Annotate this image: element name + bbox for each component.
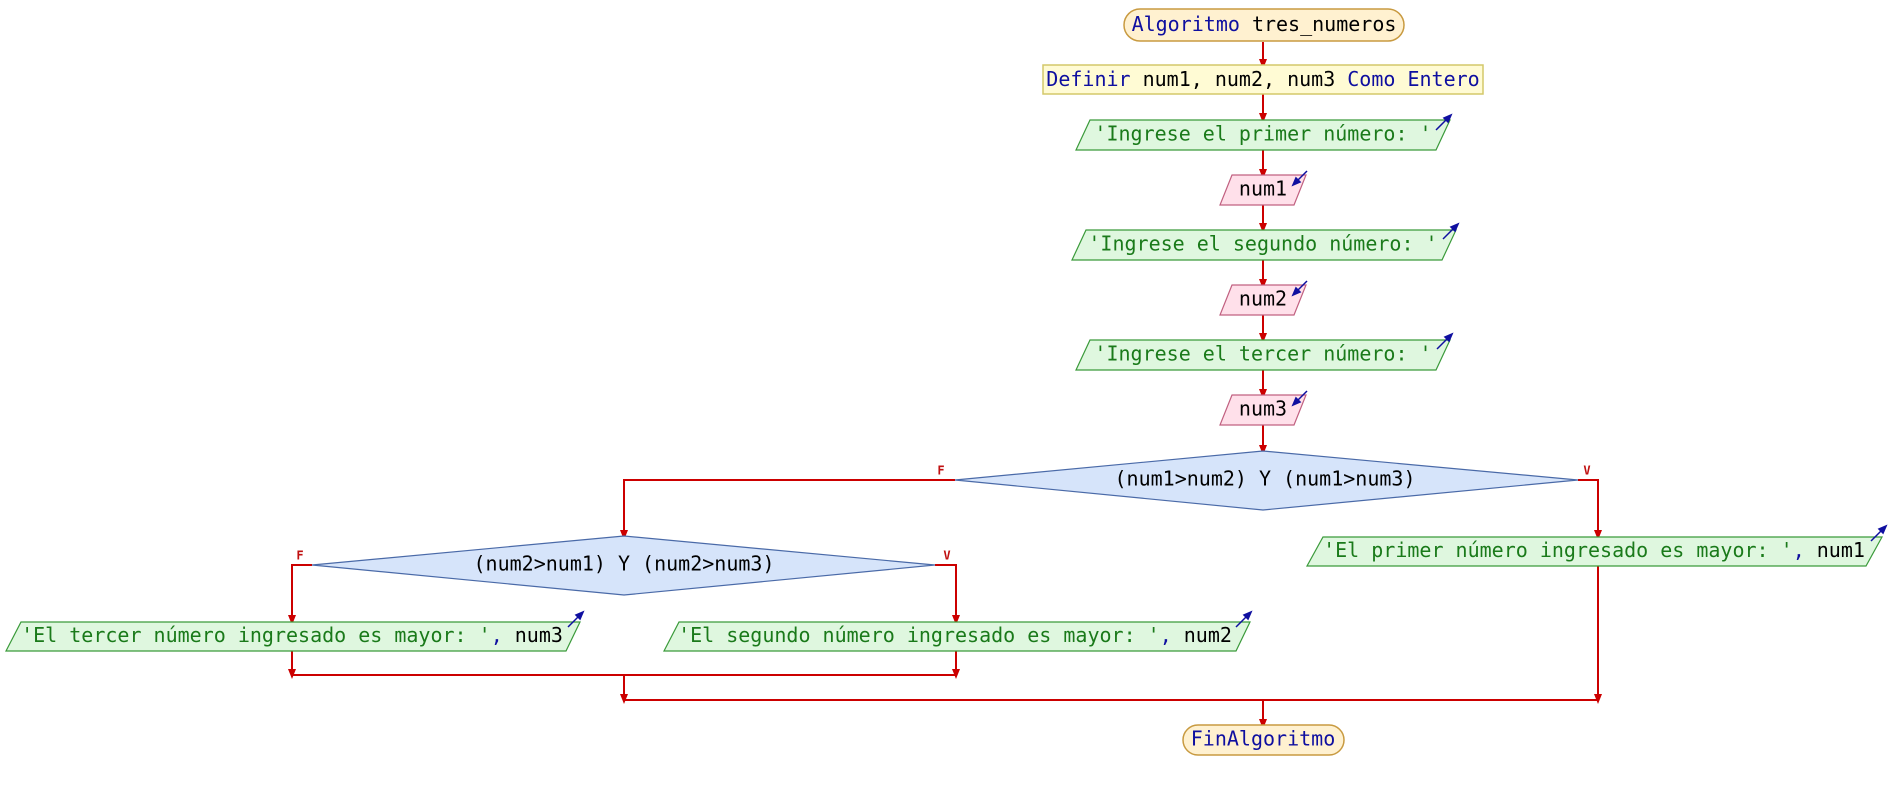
decision2-condition: (num2>num1) Y (num2>num3) — [473, 552, 774, 576]
input-read1-shape — [1219, 174, 1307, 206]
connectors — [288, 42, 1602, 729]
output-third-sep: , — [491, 623, 503, 647]
output-third-var: num3 — [515, 623, 563, 647]
output-second-sep: , — [1160, 623, 1172, 647]
define-vars: num1, num2, num3 — [1143, 67, 1336, 91]
connector-decision2-false — [288, 564, 312, 625]
output-third: 'El tercer número ingresado es mayor: ',… — [5, 610, 585, 652]
output-prompt1-shape — [1075, 119, 1451, 151]
output-prompt1: 'Ingrese el primer número: ' — [1075, 113, 1453, 151]
decision1-false-label: F — [937, 464, 944, 478]
output-arrow-icon — [1235, 610, 1253, 628]
define-type: Como Entero — [1347, 67, 1479, 91]
start-terminal: Algoritmo tres_numeros — [1123, 8, 1405, 42]
output-prompt2-text: 'Ingrese el segundo número: ' — [1088, 232, 1437, 256]
define-keyword: Definir — [1046, 67, 1130, 91]
input-read2-text: num2 — [1239, 287, 1287, 311]
decision1-true-label: V — [1583, 464, 1590, 478]
output-arrow-icon — [1442, 222, 1460, 240]
output-first-string: 'El primer número ingresado es mayor: ' — [1323, 538, 1793, 562]
output-first-var: num1 — [1817, 538, 1865, 562]
input-read1-text: num1 — [1239, 177, 1287, 201]
input-read1: num1 — [1219, 170, 1308, 206]
decision1: (num1>num2) Y (num1>num3) F V — [937, 450, 1591, 511]
input-arrow-icon — [1291, 170, 1308, 187]
end-keyword: FinAlgoritmo — [1191, 727, 1336, 751]
start-name: tres_numeros — [1252, 12, 1397, 36]
input-read3-shape — [1219, 394, 1307, 426]
output-arrow-icon — [567, 610, 585, 628]
decision2: (num2>num1) Y (num2>num3) F V — [296, 535, 951, 596]
output-prompt2: 'Ingrese el segundo número: ' — [1071, 222, 1460, 261]
output-arrow-icon — [1436, 332, 1454, 350]
end-shape — [1182, 724, 1345, 756]
output-third-text: 'El tercer número ingresado es mayor: ',… — [21, 623, 563, 647]
input-read3: num3 — [1219, 390, 1308, 426]
decision1-shape — [954, 450, 1579, 511]
output-prompt2-shape — [1071, 229, 1457, 261]
start-text: Algoritmo tres_numeros — [1132, 12, 1397, 36]
define-text: Definir num1, num2, num3 Como Entero — [1046, 67, 1479, 91]
output-first-sep: , — [1793, 538, 1805, 562]
output-second: 'El segundo número ingresado es mayor: '… — [663, 610, 1253, 652]
decision1-condition: (num1>num2) Y (num1>num3) — [1114, 467, 1415, 491]
connector-decision2-true — [935, 564, 960, 625]
output-third-shape — [5, 621, 581, 652]
output-first-text: 'El primer número ingresado es mayor: ',… — [1323, 538, 1865, 562]
output-second-string: 'El segundo número ingresado es mayor: ' — [678, 623, 1160, 647]
end-terminal: FinAlgoritmo — [1182, 724, 1345, 756]
output-first-shape — [1305, 536, 1884, 567]
input-read2-shape — [1219, 284, 1307, 316]
output-second-text: 'El segundo número ingresado es mayor: '… — [678, 623, 1232, 647]
decision2-true-label: V — [943, 549, 950, 563]
connector-decision1-false — [620, 479, 955, 540]
connector-decision1-true — [1578, 479, 1602, 540]
input-arrow-icon — [1291, 280, 1308, 297]
output-prompt3-text: 'Ingrese el tercer número: ' — [1094, 342, 1431, 366]
input-arrow-icon — [1291, 390, 1308, 407]
define-block: Definir num1, num2, num3 Como Entero — [1042, 64, 1484, 95]
output-second-var: num2 — [1184, 623, 1232, 647]
output-arrow-icon — [1435, 113, 1453, 131]
output-second-shape — [663, 621, 1251, 652]
decision2-false-label: F — [296, 549, 303, 563]
output-prompt1-text: 'Ingrese el primer número: ' — [1094, 122, 1431, 146]
input-read2: num2 — [1219, 280, 1308, 316]
start-keyword: Algoritmo — [1132, 12, 1240, 36]
output-prompt3-shape — [1075, 339, 1451, 371]
output-first: 'El primer número ingresado es mayor: ',… — [1305, 524, 1888, 567]
input-read3-text: num3 — [1239, 397, 1287, 421]
define-shape — [1042, 64, 1484, 95]
output-prompt3: 'Ingrese el tercer número: ' — [1075, 332, 1454, 371]
decision2-shape — [311, 535, 936, 596]
start-shape — [1123, 8, 1405, 42]
output-third-string: 'El tercer número ingresado es mayor: ' — [21, 623, 491, 647]
output-arrow-icon — [1870, 524, 1888, 542]
